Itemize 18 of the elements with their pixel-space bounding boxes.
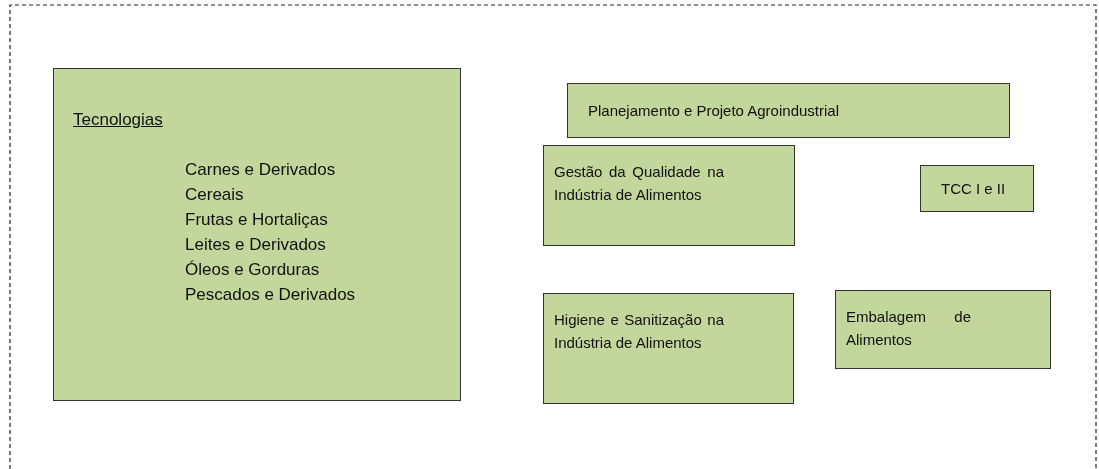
box-label: Embalagem de Alimentos xyxy=(846,307,971,350)
list-item: Frutas e Hortaliças xyxy=(185,208,328,231)
list-item: Cereais xyxy=(185,183,244,206)
list-item: Leites e Derivados xyxy=(185,233,326,256)
process-box xyxy=(920,165,1034,212)
box-label: Higiene e Sanitização na Indústria de Alimentos xyxy=(554,310,724,353)
process-box xyxy=(567,83,1010,138)
list-item: Carnes e Derivados xyxy=(185,158,336,181)
box-heading: Tecnologias xyxy=(73,109,163,131)
list-item: Pescados e Derivados xyxy=(185,283,356,306)
process-box xyxy=(543,293,794,404)
list-item: Óleos e Gorduras xyxy=(185,258,320,281)
process-box xyxy=(835,290,1051,369)
process-box xyxy=(53,68,461,401)
box-label: Planejamento e Projeto Agroindustrial xyxy=(588,100,839,121)
process-box xyxy=(543,145,795,246)
box-label: Gestão da Qualidade na Indústria de Alimentos xyxy=(554,162,724,205)
box-label: TCC I e II xyxy=(941,178,1006,199)
